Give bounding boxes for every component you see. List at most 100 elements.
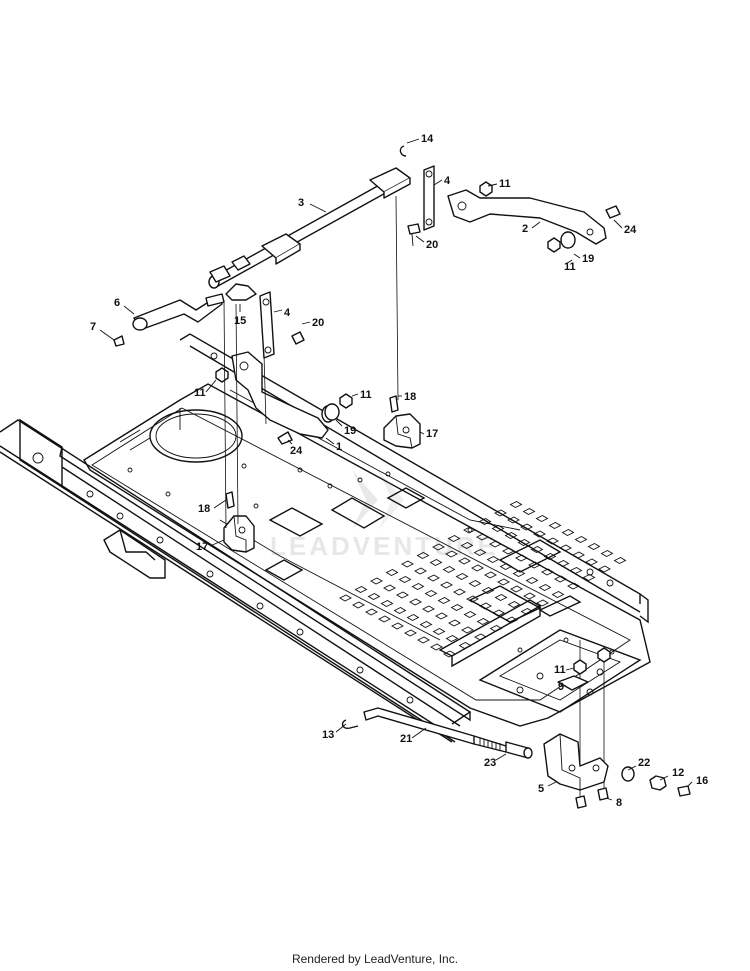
grate-cell <box>416 551 430 560</box>
callout-21: 21 <box>400 733 412 745</box>
callout-6: 6 <box>114 297 120 309</box>
callout-11-top: 11 <box>499 178 511 190</box>
grate-cell <box>411 582 425 591</box>
grate-cell <box>476 533 489 541</box>
grate-cell <box>427 574 440 582</box>
rail-holes <box>86 490 414 704</box>
grate-cell <box>354 585 368 594</box>
grate-cell <box>466 595 479 603</box>
grate-cell <box>528 561 541 569</box>
grate-cell <box>468 579 482 588</box>
grate-cell <box>486 555 500 564</box>
grate-cell <box>504 531 518 540</box>
grate-cell <box>414 567 427 575</box>
callout-11-mid: 11 <box>360 389 372 401</box>
grate-cell <box>536 599 549 607</box>
callout-3: 3 <box>298 197 304 209</box>
rod-thread <box>479 738 501 751</box>
grate-cell <box>474 633 487 641</box>
callout-12: 12 <box>672 767 684 779</box>
grate-cell <box>572 551 585 559</box>
grate-cell <box>522 507 536 516</box>
lift-lever-left <box>132 265 231 331</box>
grate-cell <box>463 610 477 619</box>
grate-cell <box>520 523 533 531</box>
lift-arm-left <box>231 351 335 439</box>
spacer-15 <box>225 283 257 301</box>
grate-cell <box>554 575 567 583</box>
grate-cell <box>432 543 445 551</box>
grate-cell <box>404 629 417 637</box>
callout-17-left: 17 <box>196 541 208 553</box>
grate-cell <box>430 643 443 651</box>
callout-13: 13 <box>322 729 334 741</box>
callout-11-left: 11 <box>194 387 206 399</box>
lift-link-left <box>259 291 275 359</box>
callout-11-right: 11 <box>564 261 576 273</box>
grate-cell <box>543 552 557 561</box>
grate-cell <box>509 500 523 509</box>
grate-cell <box>481 586 495 595</box>
grate-cell <box>505 616 518 624</box>
grate-cell <box>396 591 409 599</box>
grate-cell <box>445 550 458 558</box>
callout-18-left: 18 <box>198 503 210 515</box>
callout-16: 16 <box>696 775 708 787</box>
lift-shaft-assembly <box>208 145 411 289</box>
grate-cell <box>541 568 554 576</box>
grate-cell <box>530 545 544 554</box>
grate-cell <box>443 650 456 658</box>
grate-cell <box>582 573 596 582</box>
grate-cell <box>491 524 505 533</box>
callout-8: 8 <box>616 797 622 809</box>
grate-cell <box>484 571 497 579</box>
callout-20-right: 20 <box>426 239 438 251</box>
grate-cell <box>523 592 536 600</box>
grate-cell <box>489 540 502 548</box>
grate-cell <box>507 600 521 609</box>
grate-cell <box>432 627 446 636</box>
grate-cell <box>561 528 575 537</box>
grate-cell <box>497 578 510 586</box>
grate-cell <box>352 601 365 609</box>
grate-cell <box>520 607 534 616</box>
grate-cell <box>492 609 505 617</box>
callout-5: 5 <box>538 783 544 795</box>
callout-24-right: 24 <box>624 224 637 236</box>
grate-cell <box>398 575 412 584</box>
grate-cell <box>380 599 394 608</box>
floor-grate <box>339 500 627 658</box>
hardware <box>113 181 621 509</box>
grate-cell <box>473 548 487 557</box>
grate-cell <box>367 592 381 601</box>
grate-cell <box>393 606 407 615</box>
grate-cell <box>458 557 471 565</box>
grate-cell <box>417 636 430 644</box>
grate-cell <box>370 577 383 585</box>
grate-cell <box>378 615 391 623</box>
grate-cell <box>440 581 453 589</box>
grate-cell <box>450 603 464 612</box>
callout-19-left: 19 <box>344 425 356 437</box>
callout-24-left: 24 <box>290 445 303 457</box>
grate-cell <box>424 589 438 598</box>
grate-cell <box>460 541 474 550</box>
grate-cell <box>507 516 520 524</box>
lift-link-right <box>423 165 435 231</box>
pivot-bracket-left <box>223 515 255 553</box>
grate-cell <box>461 626 474 634</box>
callout-17-right: 17 <box>426 428 438 440</box>
grate-cell <box>442 565 456 574</box>
grate-cell <box>499 562 513 571</box>
lift-arm-right <box>447 189 607 245</box>
callout-23: 23 <box>484 757 496 769</box>
grate-cell <box>478 517 492 526</box>
grate-cell <box>613 556 627 565</box>
grate-cell <box>569 566 583 575</box>
grate-cell <box>512 569 526 578</box>
grate-cell <box>502 547 515 555</box>
grate-cell <box>546 537 559 545</box>
grate-cell <box>455 572 469 581</box>
grate-cell <box>600 549 614 558</box>
